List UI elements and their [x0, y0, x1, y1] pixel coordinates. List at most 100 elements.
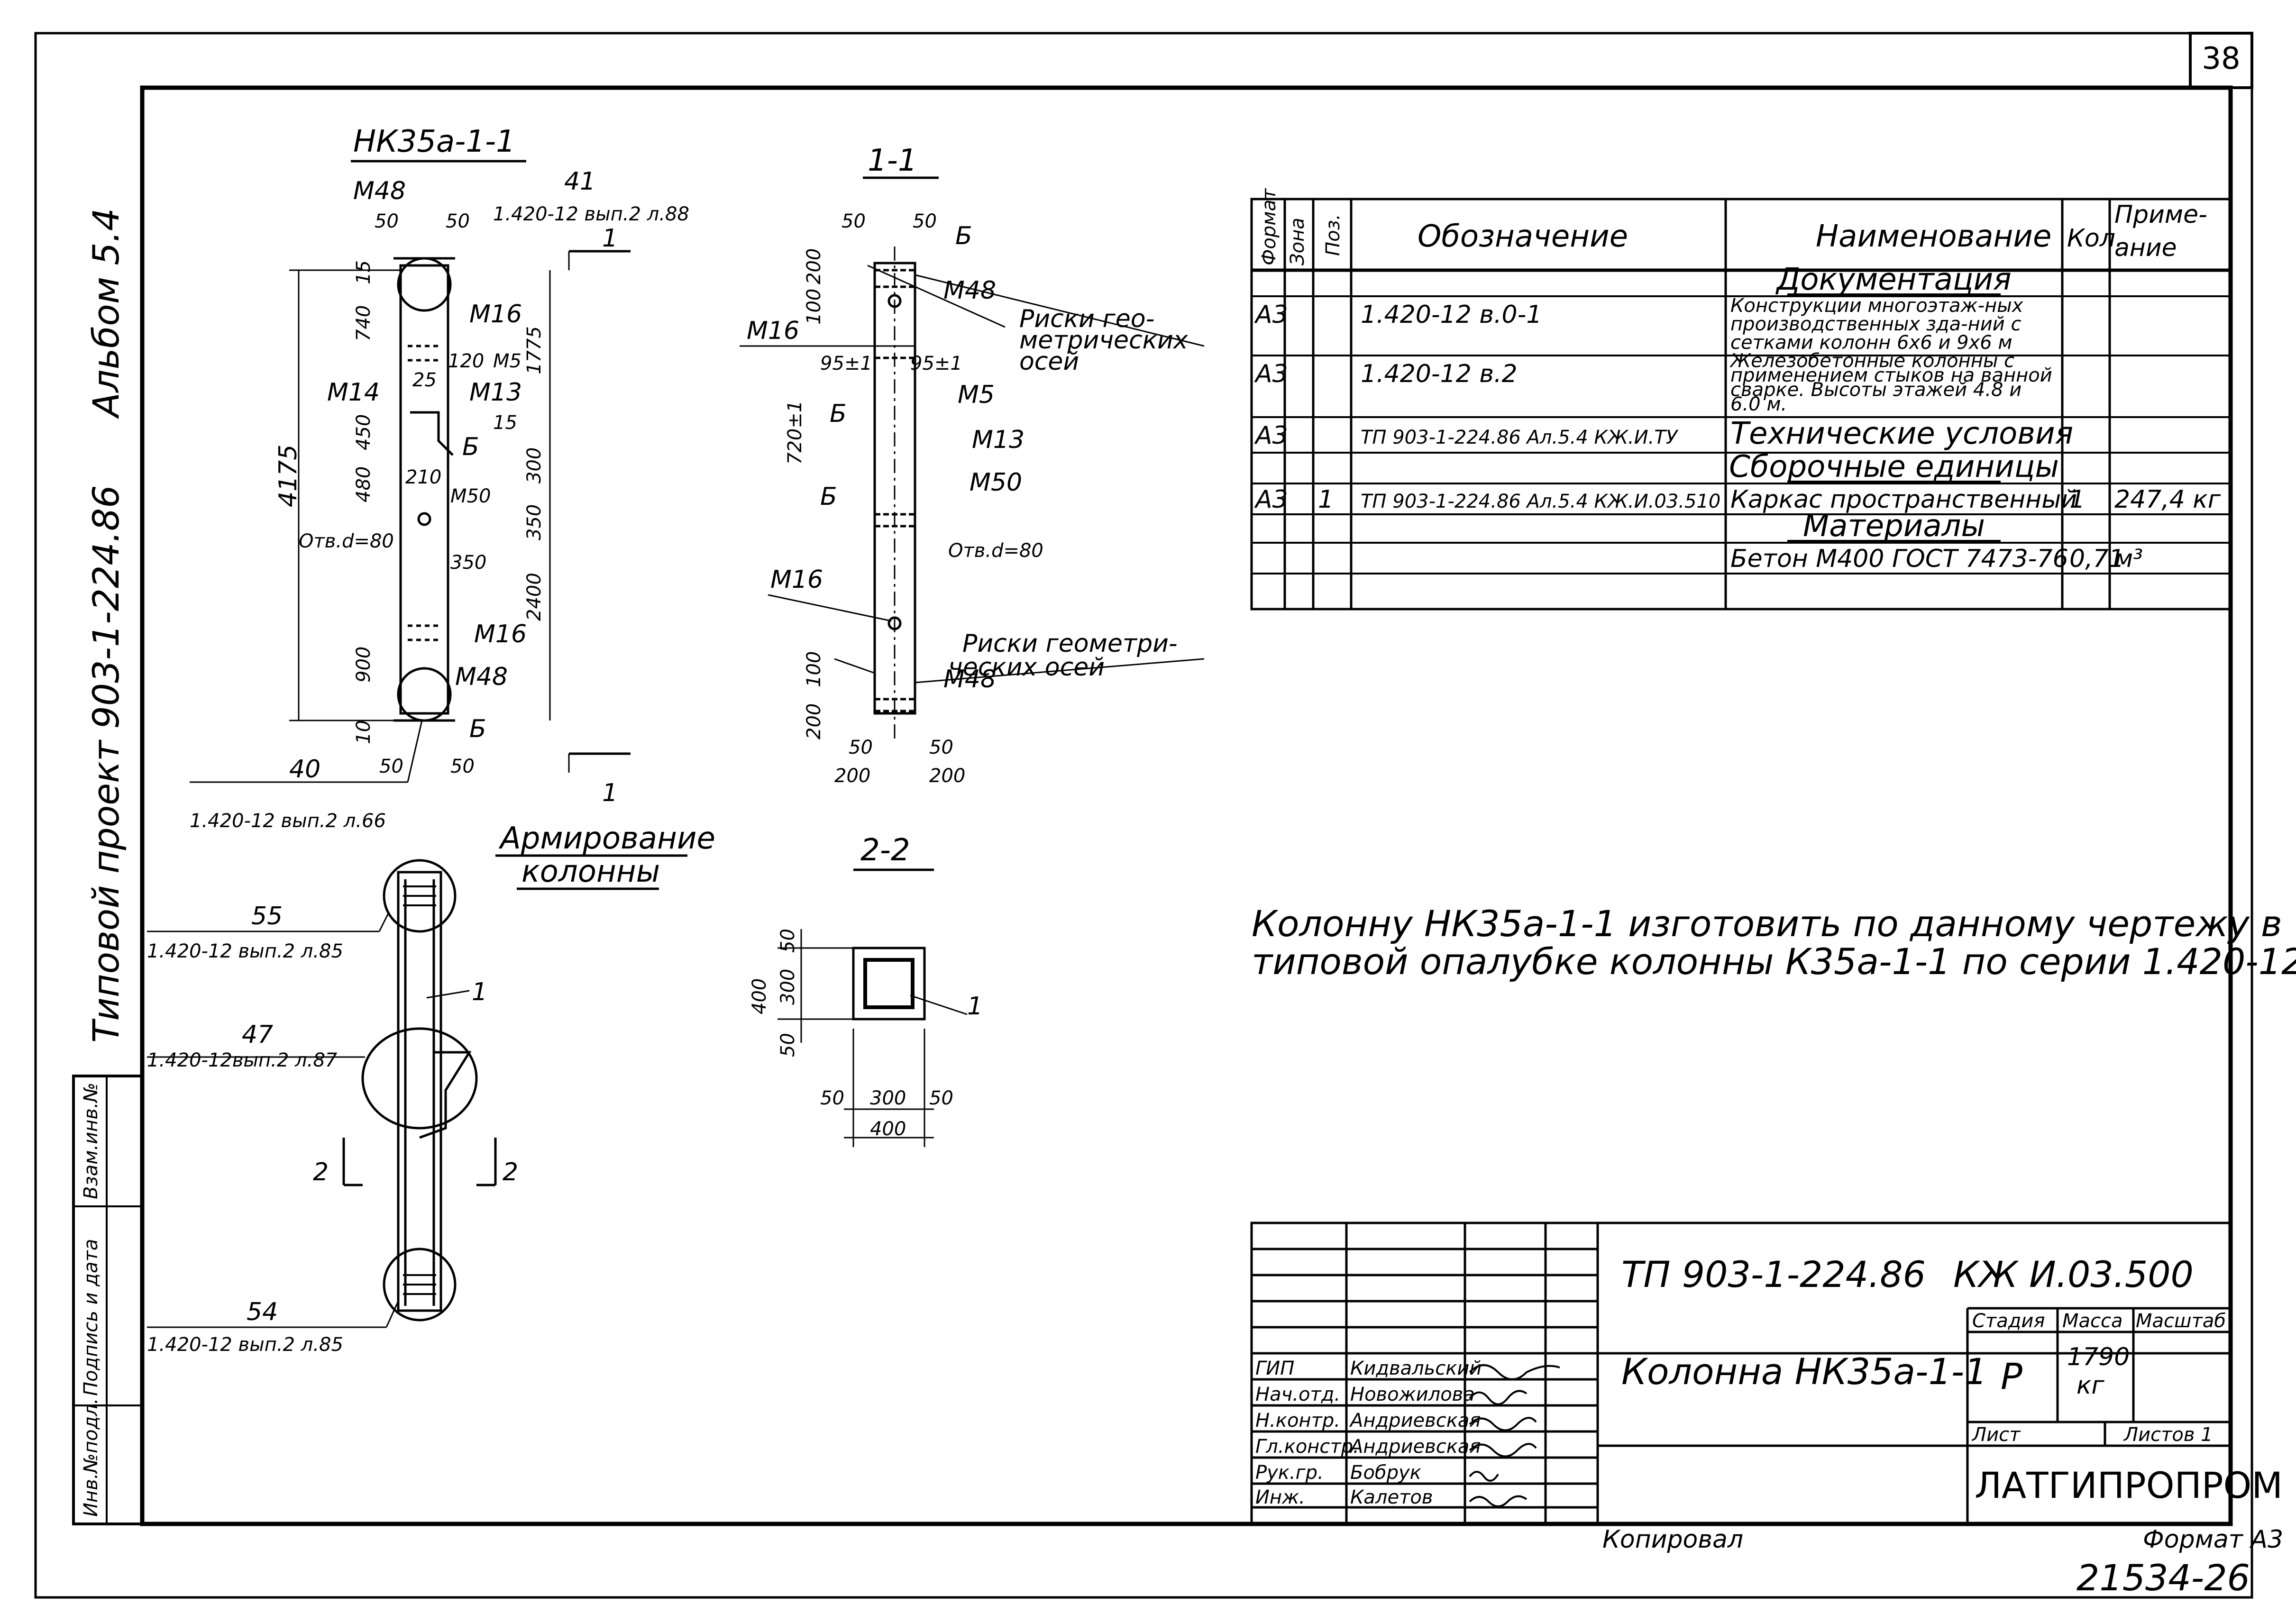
- s11-label: 50: [913, 210, 937, 232]
- spec-header: Наименование: [1816, 219, 2051, 254]
- main-label: 740: [353, 305, 375, 341]
- section-1-1-title: 1-1: [868, 143, 917, 178]
- spec-designation: ТП 903-1-224.86 Ал.5.4 КЖ.И.03.510: [1361, 491, 1720, 512]
- album-label: Альбом 5.4: [85, 208, 127, 419]
- main-label: М16: [469, 300, 522, 328]
- main-label: 1.420-12 вып.2 л.66: [190, 810, 386, 832]
- spec-designation: 1.420-12 в.0-1: [1361, 301, 1542, 329]
- s11-label: осей: [1019, 347, 1079, 376]
- tb-code: ТП 903-1-224.86: [1621, 1253, 1926, 1295]
- tb-name: Колонна НК35а-1-1: [1621, 1350, 1987, 1393]
- tb-mark: КЖ И.03.500: [1953, 1253, 2194, 1295]
- main-label: 1775: [523, 326, 545, 374]
- spec-name: Технические условия: [1730, 416, 2073, 451]
- section-1-1-text: 1-1 50 50 Б 200 100 М48 Риски гео- метри…: [747, 143, 1189, 787]
- spec-section: Сборочные единицы: [1729, 449, 2059, 484]
- s11-label: 720±1: [784, 401, 806, 465]
- stamp-sign-label: Подпись и дата: [80, 1239, 102, 1396]
- tb-person: Новожилова: [1350, 1384, 1475, 1405]
- main-label: 10: [353, 720, 375, 744]
- spec-format: А3: [1254, 421, 1288, 450]
- main-label: Отв.d=80: [299, 530, 394, 552]
- main-label: 50: [446, 210, 470, 232]
- s22-label: 50: [777, 929, 799, 953]
- spec-name: Бетон М400 ГОСТ 7473-76: [1730, 545, 2068, 573]
- tb-mass-unit: кг: [2076, 1371, 2104, 1400]
- s22-label: 50: [777, 1033, 799, 1057]
- s11-label: Б: [955, 222, 972, 250]
- inventory-number: 21534-26: [2076, 1557, 2250, 1599]
- spec-format: А3: [1254, 485, 1288, 514]
- main-label: Б: [469, 715, 486, 743]
- main-label: 480: [353, 466, 375, 502]
- arm-label: 2: [313, 1158, 329, 1186]
- s11-label: М50: [970, 468, 1022, 497]
- s22-label: 50: [929, 1087, 953, 1109]
- spec-name: сетками колонн 6х6 и 9х6 м: [1730, 332, 2012, 354]
- main-label: 900: [353, 647, 375, 683]
- main-label: М50: [450, 485, 491, 507]
- tb-person: Калетов: [1350, 1486, 1433, 1508]
- main-label: М5: [493, 350, 521, 372]
- s11-label: 50: [842, 210, 866, 232]
- main-label: М48: [353, 177, 406, 205]
- s11-label: 200: [929, 765, 965, 787]
- s11-label: Отв.d=80: [948, 540, 1043, 562]
- main-label: 50: [375, 210, 399, 232]
- s11-label: ческих осей: [948, 653, 1105, 682]
- s11-label: 100: [803, 289, 825, 325]
- spec-name: Железобетонные колонны с: [1729, 350, 2014, 372]
- section-2-2-title: 2-2: [860, 833, 910, 868]
- main-label: 40: [289, 755, 320, 784]
- spec-pos: 1: [1318, 485, 1334, 514]
- stamp-replace-label: Взам.инв.№: [80, 1083, 102, 1199]
- main-label: 350: [523, 504, 545, 540]
- s22-label: 400: [870, 1118, 906, 1140]
- s11-label: М16: [747, 317, 799, 345]
- s11-label: 200: [834, 765, 870, 787]
- format-label: Формат А3: [2143, 1525, 2283, 1554]
- s11-label: Риски гео-: [1019, 305, 1154, 333]
- arm-label: 47: [242, 1021, 273, 1049]
- tb-person: Бобрук: [1350, 1462, 1421, 1484]
- main-label: 210: [405, 466, 441, 488]
- s11-label: М48: [943, 665, 996, 693]
- spec-header: Зона: [1287, 218, 1308, 265]
- main-label: М13: [469, 378, 522, 407]
- s11-label: 50: [929, 737, 953, 758]
- tb-person: Андриевская: [1349, 1436, 1481, 1458]
- s11-label: 200: [803, 703, 825, 739]
- spec-format: А3: [1254, 301, 1288, 329]
- s22-label: 50: [820, 1087, 844, 1109]
- s22-label: 1: [967, 992, 983, 1021]
- tb-stage-label: Стадия: [1972, 1310, 2045, 1332]
- spec-section: Документация: [1775, 262, 2011, 297]
- main-label: 120: [448, 350, 484, 372]
- spec-header: Обозначение: [1418, 219, 1628, 254]
- arm-label: 2: [503, 1158, 518, 1186]
- s11-label: М48: [943, 276, 996, 305]
- s11-label: М16: [770, 565, 823, 594]
- tb-role: Н.контр.: [1255, 1410, 1340, 1432]
- s11-label: М5: [958, 381, 995, 409]
- side-stamp: Инв.№подл. Подпись и дата Взам.инв.№: [72, 1075, 144, 1525]
- s11-label: 95±1: [910, 353, 962, 374]
- main-label: 2400: [523, 573, 545, 621]
- s11-label: 95±1: [820, 353, 872, 374]
- copied-label: Копировал: [1602, 1525, 1743, 1554]
- main-label: 350: [450, 552, 486, 574]
- spec-header: Поз.: [1322, 214, 1344, 256]
- main-view-text: НК35а-1-1 М48 50 50 41 1.420-12 вып.2 л.…: [190, 124, 689, 832]
- section-2-2-view: [778, 929, 968, 1147]
- tb-role: ГИП: [1255, 1358, 1294, 1379]
- stamp-inv-label: Инв.№подл.: [80, 1398, 102, 1517]
- main-label: 450: [353, 414, 375, 450]
- tb-organization: ЛАТГИПРОПРОМ: [1975, 1464, 2283, 1506]
- spec-note: 247,4 кг: [2114, 485, 2221, 514]
- inner-frame: [140, 85, 2233, 1526]
- note-line-2: типовой опалубке колонны К35а-1-1 по сер…: [1252, 940, 2296, 983]
- project-label: Типовой проект 903-1-224.86: [85, 485, 127, 1043]
- arm-label: 1.420-12 вып.2 л.85: [147, 1334, 343, 1356]
- spec-section: Материалы: [1803, 509, 1985, 544]
